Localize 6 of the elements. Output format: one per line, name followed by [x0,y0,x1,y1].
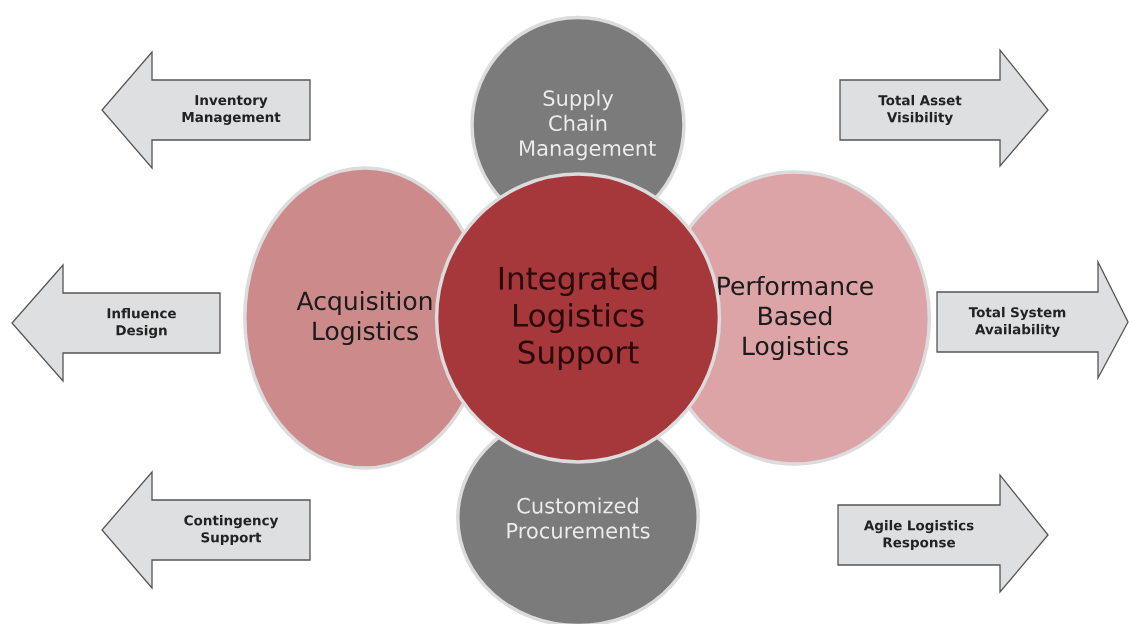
arrow-box: Inventory Management [101,50,311,170]
arrow-box: Agile Logistics Response [837,473,1049,594]
arrow-box: Total Asset Visibility [839,48,1049,168]
arrow-box: Influence Design [11,263,221,383]
arrow-box: Contingency Support [101,470,311,590]
arrow-box: Total System Availability [936,259,1129,381]
